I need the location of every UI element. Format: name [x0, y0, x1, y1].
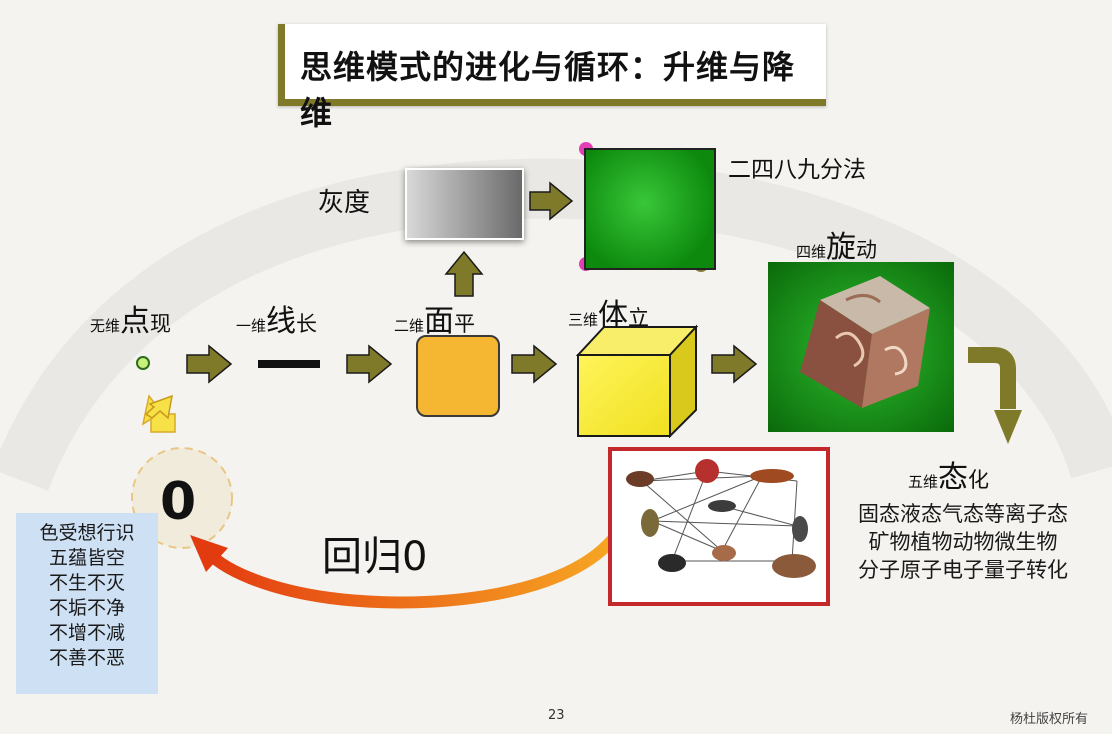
- stage-five-d-tail: 化: [968, 468, 990, 492]
- title-accent-left: [278, 24, 285, 106]
- point-dot: [136, 356, 150, 370]
- five-d-description: 固态液态气态等离子态 矿物植物动物微生物 分子原子电子量子转化: [838, 500, 1088, 584]
- curved-arrow-shaft: [968, 347, 1016, 409]
- stage-four-d-small: 四维: [796, 243, 827, 261]
- cube-side: [669, 324, 697, 439]
- cube-front: [577, 354, 671, 437]
- sutra-box: [16, 513, 158, 694]
- stage-five-d-label: 五维态化: [908, 452, 989, 496]
- sutra-line: 色受想行识: [39, 522, 135, 544]
- rotating-cube: [800, 276, 930, 408]
- arrow-gray-to-grid: [529, 181, 574, 221]
- stage-zero-d-label: 无维点现: [90, 296, 171, 340]
- sutra-line: 不生不灭: [48, 572, 125, 594]
- stage-zero-d-tail: 现: [150, 312, 172, 336]
- stage-four-d-label: 四维旋动: [796, 222, 877, 266]
- title-box: [278, 24, 826, 106]
- grid-label: 二四八九分法: [728, 157, 866, 183]
- gray-label: 灰度: [318, 188, 371, 218]
- line-segment: [258, 360, 320, 368]
- stage-one-d-big: 线: [266, 304, 297, 339]
- stage-one-d-label: 一维线长: [236, 296, 317, 340]
- stage-four-d-big: 旋: [826, 230, 857, 265]
- arrow-right-4: [711, 344, 758, 384]
- stage-three-d-big: 体: [598, 298, 629, 333]
- stage-three-d-tail: 立: [628, 306, 650, 330]
- stage-one-d-tail: 长: [296, 312, 318, 336]
- five-d-line: 固态液态气态等离子态: [858, 502, 1068, 526]
- curved-arrow-head: [994, 410, 1022, 444]
- stage-two-d-small: 二维: [394, 317, 425, 335]
- plane-square: [416, 335, 500, 417]
- stage-zero-d-small: 无维: [90, 317, 121, 335]
- stage-five-d-big: 态: [938, 460, 969, 495]
- stage-two-d-big: 面: [424, 304, 455, 339]
- slide-title: 思维模式的进化与循环：升维与降维: [300, 48, 796, 132]
- arrow-right-1: [186, 344, 233, 384]
- stage-two-d-tail: 平: [454, 312, 476, 336]
- return-arrow-curve: [199, 534, 618, 609]
- five-d-line: 矿物植物动物微生物: [868, 530, 1058, 554]
- arrow-right-2: [346, 344, 393, 384]
- stage-four-d-tail: 动: [856, 238, 878, 262]
- return-label: 回归0: [322, 534, 428, 580]
- stage-three-d-small: 三维: [568, 311, 599, 329]
- grayscale-rectangle: [405, 168, 524, 240]
- animal-network-illustration: [626, 459, 816, 578]
- sutra-line: 不垢不净: [48, 597, 125, 619]
- arrow-right-3: [511, 344, 558, 384]
- zero-label: 0: [160, 472, 197, 532]
- grid-square: [584, 148, 716, 270]
- sutra-line: 五蕴皆空: [48, 547, 125, 569]
- stage-one-d-small: 一维: [236, 317, 267, 335]
- stage-five-d-small: 五维: [908, 473, 939, 491]
- copyright-notice: 杨杜版权所有: [1010, 712, 1089, 727]
- sutra-line: 不善不恶: [48, 647, 125, 669]
- five-d-line: 分子原子电子量子转化: [858, 558, 1068, 582]
- animal-network-picture: [608, 447, 830, 606]
- stage-two-d-label: 二维面平: [394, 296, 475, 340]
- return-arrow-head: [190, 535, 228, 572]
- title-accent-bottom: [278, 99, 826, 106]
- sutra-line: 不增不减: [48, 622, 125, 644]
- stage-zero-d-big: 点: [120, 304, 151, 339]
- arrow-up-to-gray: [444, 250, 484, 297]
- sutra-text: 色受想行识 五蕴皆空 不生不灭 不垢不净 不增不减 不善不恶: [16, 521, 158, 671]
- page-number: 23: [548, 708, 565, 723]
- stage-three-d-label: 三维体立: [568, 290, 649, 334]
